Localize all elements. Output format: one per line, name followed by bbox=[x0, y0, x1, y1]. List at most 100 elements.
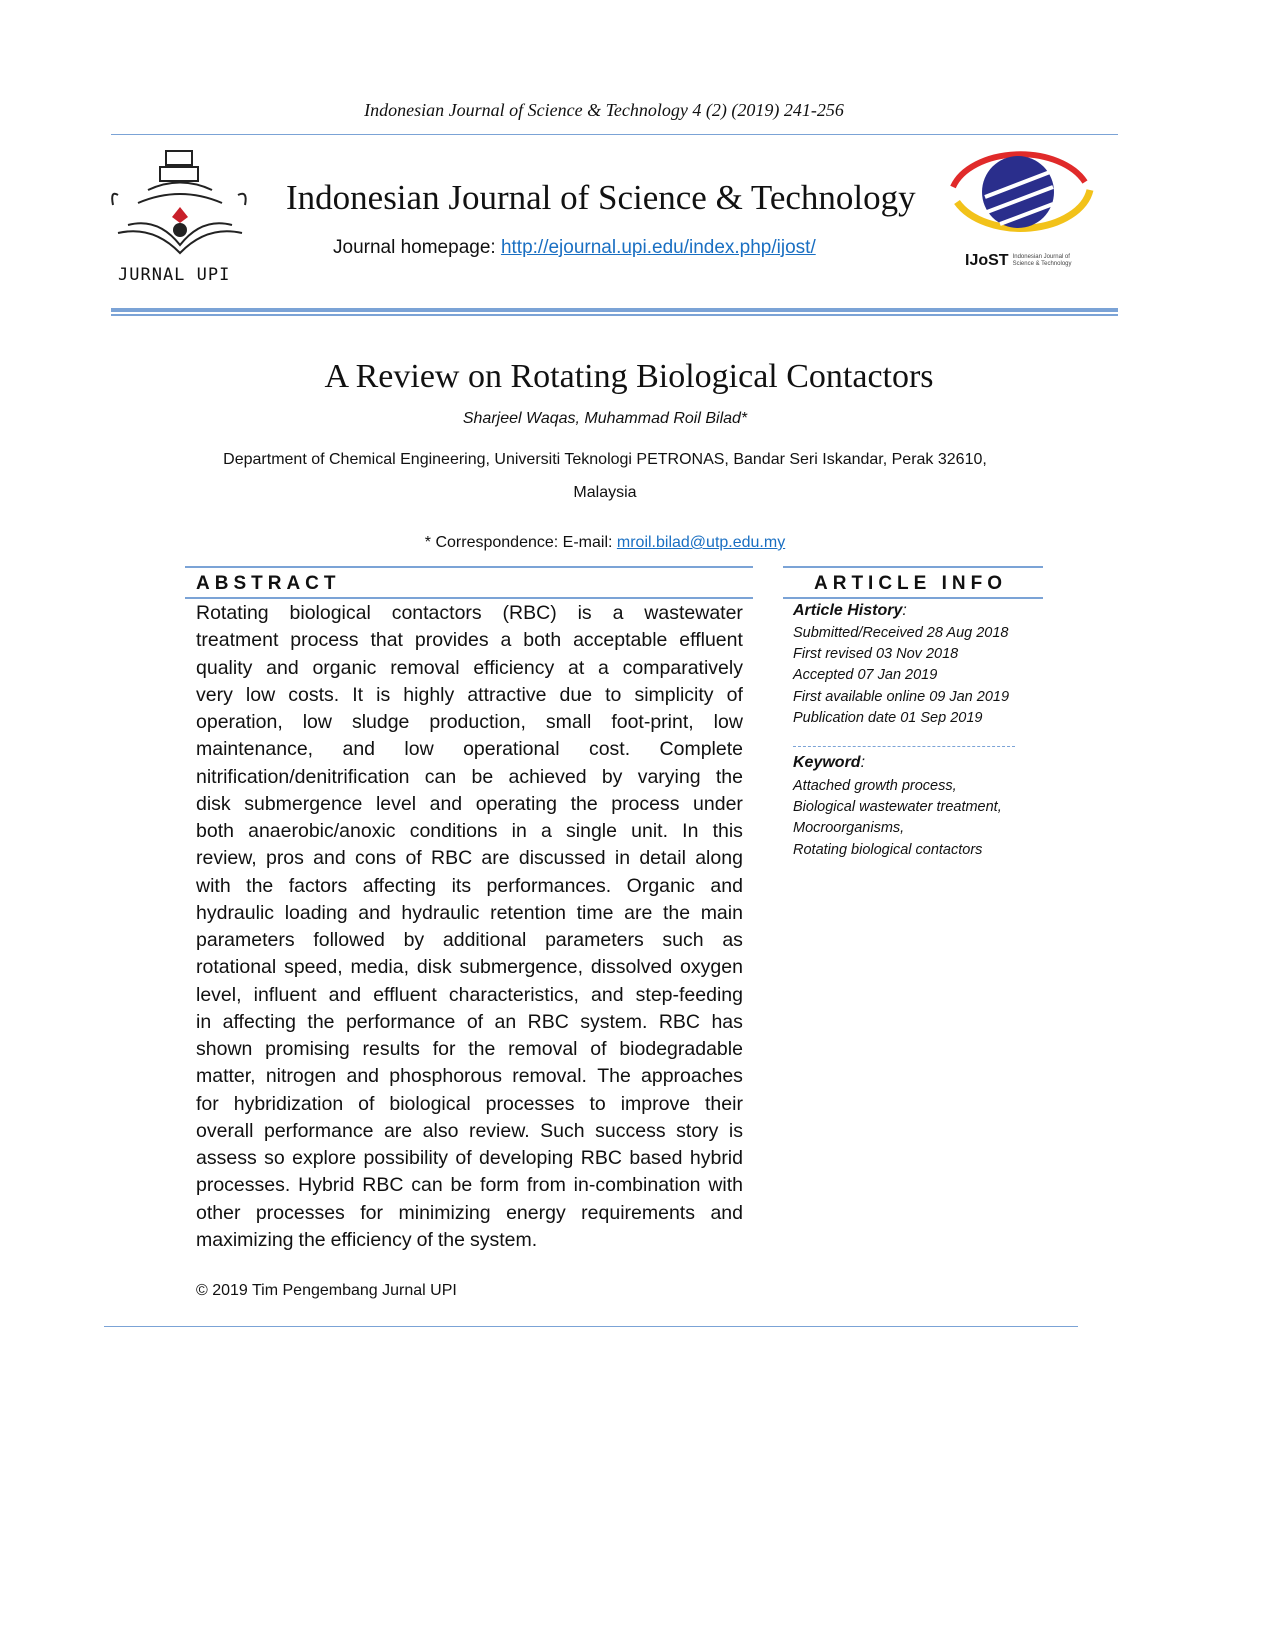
abstract-word: affecting bbox=[362, 874, 437, 897]
abstract-word: hydraulic bbox=[196, 901, 275, 924]
abstract-word: single bbox=[566, 820, 617, 842]
abstract-word: level, bbox=[196, 983, 242, 1006]
keywords-item: Biological wastewater treatment, bbox=[793, 799, 1002, 816]
abstract-word: removal bbox=[508, 1038, 578, 1060]
history-label: Article History bbox=[793, 602, 903, 619]
history-item: First available online 09 Jan 2019 bbox=[793, 688, 1010, 705]
abstract-word: acceptable bbox=[573, 629, 668, 652]
abstract-word: under bbox=[693, 792, 743, 815]
abstract-word: an bbox=[494, 1010, 517, 1033]
divider bbox=[783, 566, 1043, 568]
abstract-word: the bbox=[570, 792, 598, 815]
homepage-link[interactable]: http://ejournal.upi.edu/index.php/ijost/ bbox=[500, 237, 816, 258]
abstract-word: the bbox=[468, 1038, 496, 1060]
abstract-word: for bbox=[432, 1038, 456, 1060]
abstract-word: developing bbox=[479, 1147, 574, 1169]
abstract-word: provides bbox=[414, 629, 489, 652]
abstract-word: phosphorous bbox=[389, 1065, 502, 1088]
abstract-word: biological bbox=[389, 1092, 471, 1115]
abstract-word: by bbox=[601, 765, 623, 788]
keywords-item: Mocroorganisms, bbox=[793, 820, 905, 837]
abstract-word: overall bbox=[196, 1119, 254, 1142]
history-heading: Article History: bbox=[793, 602, 907, 619]
abstract-word: its bbox=[451, 874, 472, 897]
abstract-word: and bbox=[328, 983, 362, 1006]
abstract-word: factors bbox=[288, 874, 348, 897]
ijost-logo-subtext: Indonesian Journal of Science & Technolo… bbox=[1012, 254, 1072, 267]
abstract-word: and bbox=[342, 738, 376, 761]
divider bbox=[783, 597, 1043, 599]
abstract-word: in bbox=[511, 820, 527, 842]
divider bbox=[793, 746, 1015, 747]
abstract-word: removal. bbox=[512, 1065, 587, 1088]
abstract-word: other bbox=[196, 1201, 241, 1224]
abstract-word: RBC bbox=[658, 1010, 701, 1033]
abstract-word: is bbox=[376, 683, 391, 706]
abstract-word: system. bbox=[580, 1010, 648, 1033]
abstract-word: maintenance, bbox=[196, 738, 314, 761]
authors: Sharjeel Waqas, Muhammad Roil Bilad* bbox=[462, 410, 748, 427]
abstract-word: influent bbox=[253, 983, 317, 1006]
abstract-word: the bbox=[715, 765, 743, 788]
abstract-word: both bbox=[196, 820, 234, 842]
abstract-word: in bbox=[196, 1010, 212, 1033]
affiliation-country: Malaysia bbox=[573, 484, 637, 501]
abstract-word: can bbox=[424, 765, 457, 788]
abstract-word: of bbox=[358, 1092, 375, 1115]
jurnal-upi-logo-text: JURNAL UPI bbox=[118, 265, 231, 285]
abstract-word: maximizing bbox=[196, 1228, 294, 1251]
abstract-word: can bbox=[411, 1174, 443, 1197]
abstract-word: rotational bbox=[196, 956, 277, 979]
abstract-word: conditions bbox=[409, 820, 498, 842]
abstract-word: that bbox=[370, 629, 403, 652]
abstract-word: performance bbox=[345, 1010, 456, 1033]
abstract-word: explore bbox=[292, 1147, 357, 1169]
article-title: A Review on Rotating Biological Contacto… bbox=[324, 358, 934, 395]
abstract-word: of bbox=[726, 683, 743, 706]
abstract-word: both bbox=[523, 629, 562, 652]
abstract-word: are bbox=[481, 847, 510, 870]
abstract-word: wastewater bbox=[644, 602, 743, 624]
ijost-logo-text: IJoST bbox=[965, 252, 1009, 269]
abstract-word: story bbox=[676, 1119, 719, 1142]
abstract-word: processes. bbox=[196, 1174, 291, 1197]
abstract-word: cost. bbox=[588, 738, 631, 761]
abstract-word: organic bbox=[312, 656, 377, 679]
abstract-word: loading bbox=[284, 901, 348, 924]
abstract-word: shown bbox=[196, 1038, 253, 1060]
abstract-word: from bbox=[526, 1174, 566, 1197]
abstract-word: and bbox=[358, 901, 391, 924]
email-link[interactable]: mroil.bilad@utp.edu.my bbox=[616, 534, 786, 551]
abstract-word: operating bbox=[475, 792, 558, 815]
abstract-word: parameters bbox=[196, 929, 295, 951]
abstract-word: time bbox=[576, 901, 614, 924]
abstract-word: RBC bbox=[430, 847, 473, 870]
abstract-word: level bbox=[375, 792, 417, 815]
abstract-word: parameters bbox=[545, 929, 644, 951]
abstract-word: detail bbox=[639, 847, 686, 870]
abstract-word: performances. bbox=[486, 874, 612, 897]
abstract-word: simplicity bbox=[634, 683, 714, 706]
abstract-word: Complete bbox=[659, 738, 743, 761]
abstract-word: of bbox=[455, 1147, 472, 1169]
abstract-word: achieved bbox=[508, 765, 587, 788]
abstract-word: such bbox=[662, 929, 704, 951]
abstract-word: review, bbox=[196, 847, 257, 870]
abstract-word: with bbox=[196, 874, 231, 897]
